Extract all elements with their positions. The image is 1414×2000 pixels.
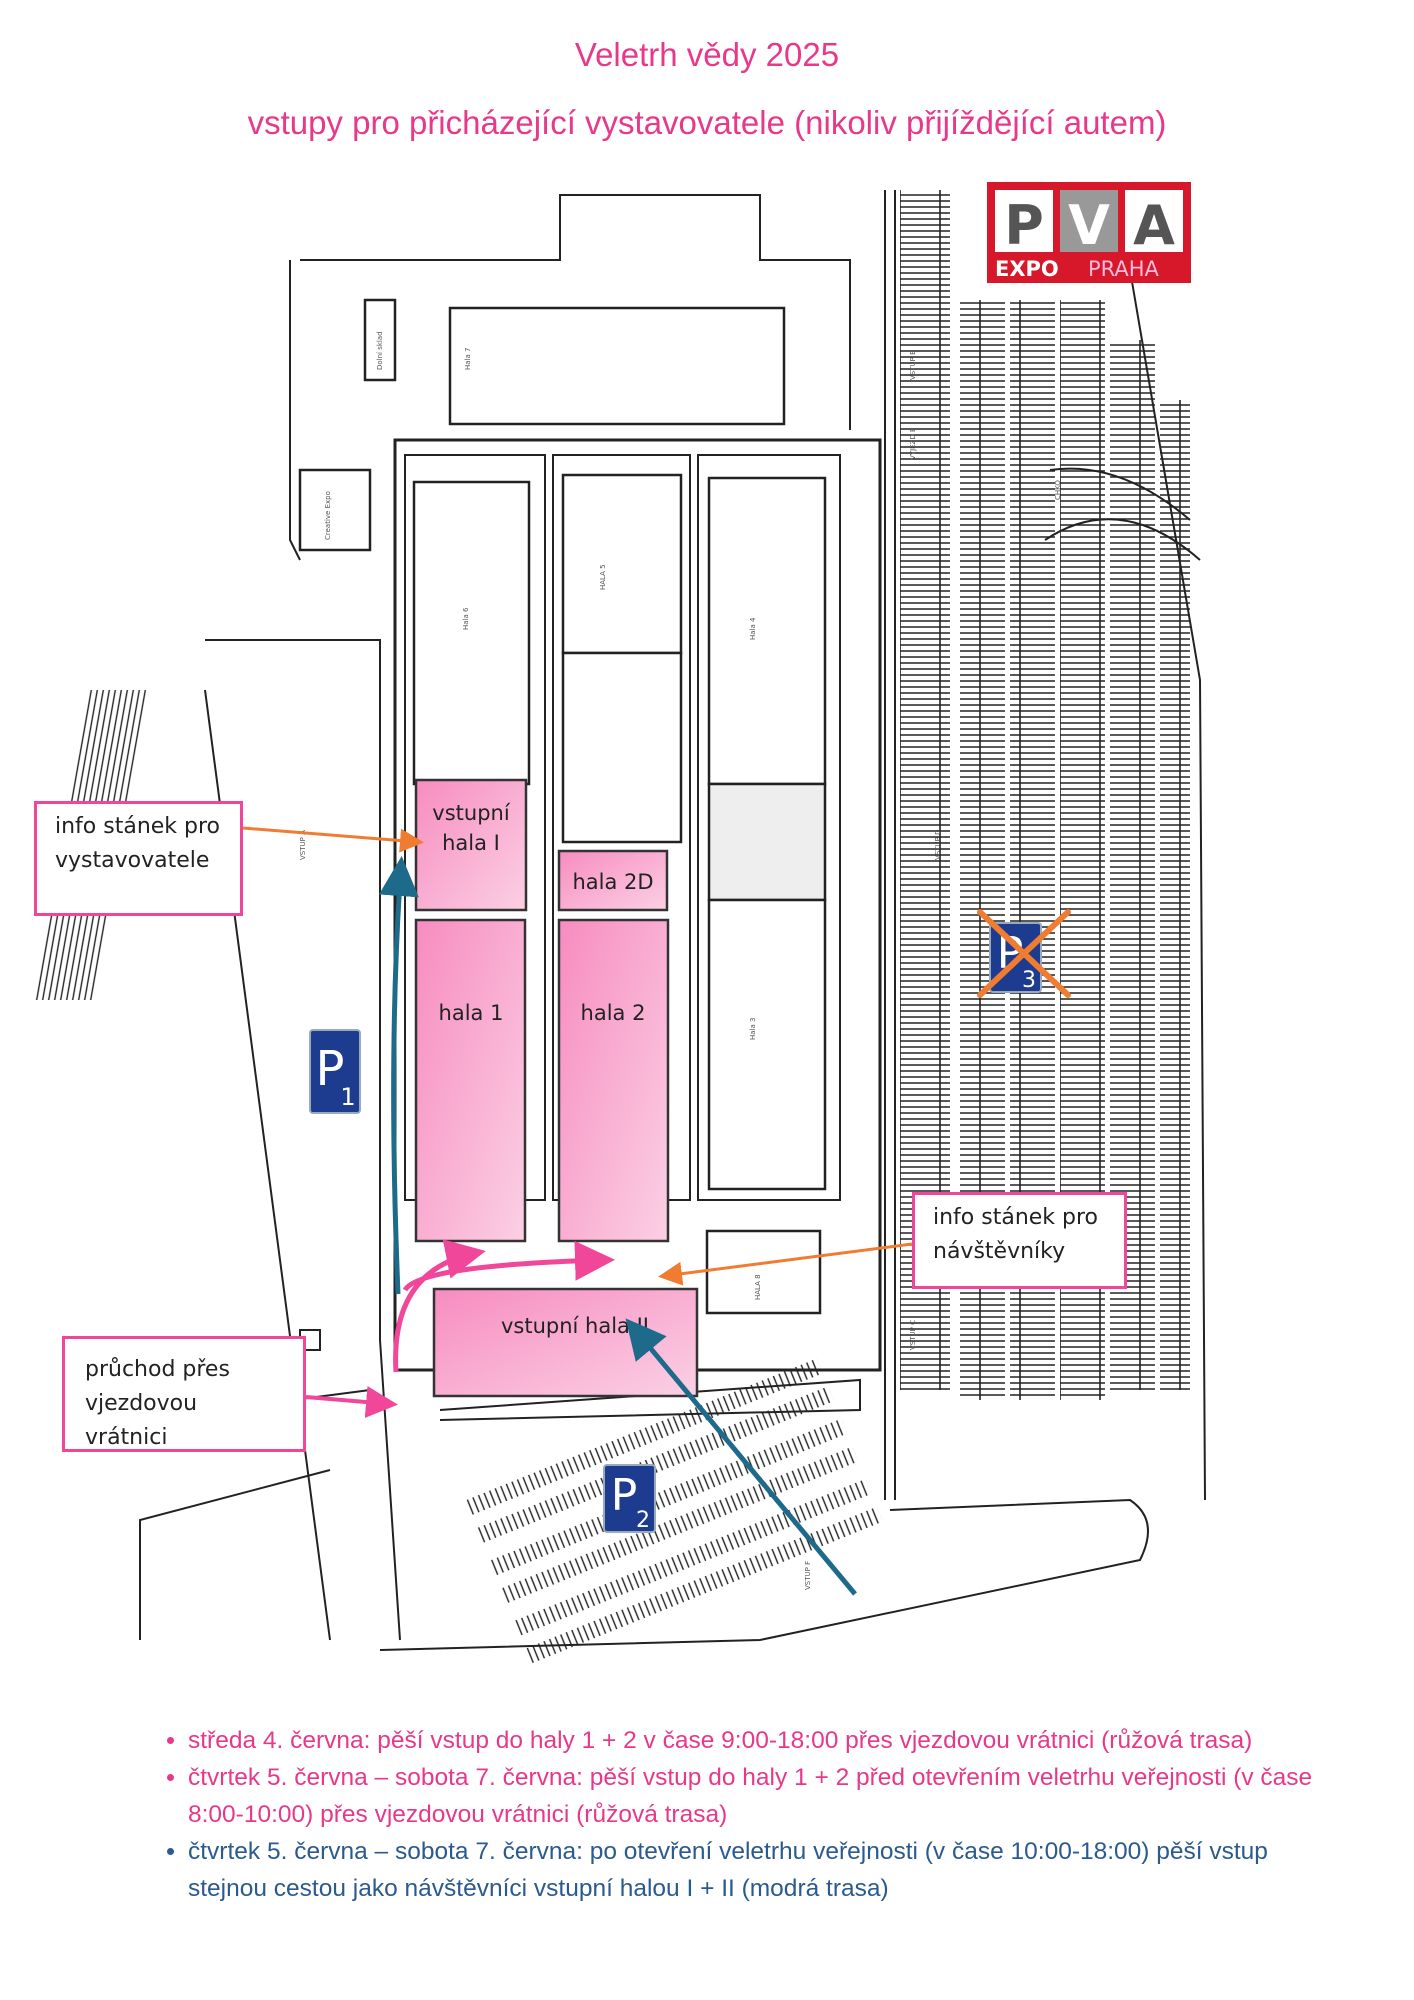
orange-pointer-visitor	[658, 1242, 913, 1286]
callout-line: průchod přes	[85, 1357, 230, 1382]
note-item: čtvrtek 5. června – sobota 7. června: po…	[188, 1833, 1338, 1907]
entry-hall-1-label-line2: hala I	[442, 831, 500, 855]
exit-e-label: VÝJEZD E	[908, 428, 917, 460]
hall-8-label: HALA 8	[754, 1274, 762, 1300]
hall-1-label: hala 1	[439, 1001, 504, 1025]
svg-text:P: P	[1004, 194, 1044, 257]
creative-expo-label: Creative Expo	[324, 491, 332, 540]
exhibitor-info-callout: info stánek pro vystavovatele	[34, 801, 243, 916]
gate-c-label: VSTUP C	[909, 1320, 917, 1350]
central-building	[707, 782, 827, 902]
svg-text:3: 3	[1022, 968, 1036, 993]
hall-6	[412, 480, 531, 786]
svg-text:2: 2	[636, 1508, 650, 1533]
chko-label: CHKO	[1054, 480, 1062, 500]
svg-text:A: A	[1133, 194, 1175, 257]
gate-d-label: VSTUP D	[934, 830, 942, 860]
gate-a-label: VSTUP A	[299, 830, 307, 860]
gate-passage-callout: průchod přes vjezdovou vrátnici	[62, 1336, 306, 1452]
svg-text:P: P	[611, 1470, 638, 1521]
entry-hall-2	[432, 1287, 699, 1398]
gate-e-label: VSTUP E	[909, 350, 917, 380]
hall-3	[707, 898, 827, 1191]
entry-hall-1	[414, 778, 528, 912]
hall-2	[557, 918, 670, 1243]
hall-2-label: hala 2	[581, 1001, 646, 1025]
callout-line: info stánek pro	[933, 1205, 1099, 1230]
dolni-sklad	[363, 298, 397, 382]
callout-line: návštěvníky	[933, 1239, 1066, 1264]
hall-5-north	[561, 473, 683, 655]
hall-7-label: Hala 7	[464, 348, 472, 370]
blue-route-south	[625, 1318, 857, 1596]
pink-route-hall-1	[393, 1239, 486, 1373]
access-notes-list: středa 4. června: pěší vstup do haly 1 +…	[150, 1722, 1338, 1907]
closed-cross-icon	[977, 909, 1071, 998]
callout-line: vystavovatele	[55, 848, 210, 873]
hall-4-label: Hala 4	[749, 617, 757, 640]
hall-8	[705, 1229, 822, 1315]
hall-7	[448, 306, 786, 426]
blue-route-west	[378, 856, 419, 1295]
dolni-sklad-label: Dolní sklad	[376, 331, 384, 370]
entry-hall-1-label-line1: vstupní	[432, 801, 511, 825]
hall-4	[707, 476, 827, 786]
pink-pointer-gate	[305, 1386, 398, 1418]
hall-2d	[557, 849, 669, 912]
svg-text:EXPO: EXPO	[995, 257, 1059, 281]
note-item: čtvrtek 5. června – sobota 7. června: pě…	[188, 1759, 1338, 1833]
svg-text:PRAHA: PRAHA	[1088, 257, 1160, 281]
hall-5-label: HALA 5	[599, 564, 607, 590]
pva-expo-praha-logo: P V A EXPO PRAHA	[987, 182, 1191, 283]
hall-5-south	[561, 651, 683, 844]
visitor-info-callout: info stánek pro návštěvníky	[912, 1192, 1127, 1289]
orange-pointer-exhibitor	[242, 826, 424, 853]
hall-1	[414, 918, 527, 1243]
callout-line: info stánek pro	[55, 814, 221, 839]
hall-2d-label: hala 2D	[572, 870, 653, 894]
note-item: středa 4. června: pěší vstup do haly 1 +…	[188, 1722, 1338, 1759]
hall-3-label: Hala 3	[749, 1018, 757, 1040]
entry-hall-2-label: vstupní hala II	[501, 1314, 649, 1338]
parking-sign-p1: P 1	[309, 1029, 361, 1114]
svg-text:1: 1	[340, 1083, 355, 1111]
page-subtitle: vstupy pro přicházející vystavovatele (n…	[247, 104, 1167, 141]
other-halls	[298, 298, 827, 1315]
svg-text:V: V	[1068, 194, 1110, 257]
hall-6-label: Hala 6	[462, 607, 470, 630]
gate-f-label: VSTUP F	[804, 1561, 812, 1590]
site-outlines	[139, 190, 1206, 1651]
pink-route-hall-2	[402, 1240, 615, 1292]
callout-line: vjezdovou vrátnici	[85, 1391, 198, 1450]
highlighted-halls	[414, 778, 699, 1398]
parking-sign-p2: P 2	[603, 1464, 656, 1533]
page-title: Veletrh vědy 2025	[574, 36, 840, 73]
creative-expo	[298, 468, 372, 552]
svg-text:P: P	[316, 1041, 345, 1097]
